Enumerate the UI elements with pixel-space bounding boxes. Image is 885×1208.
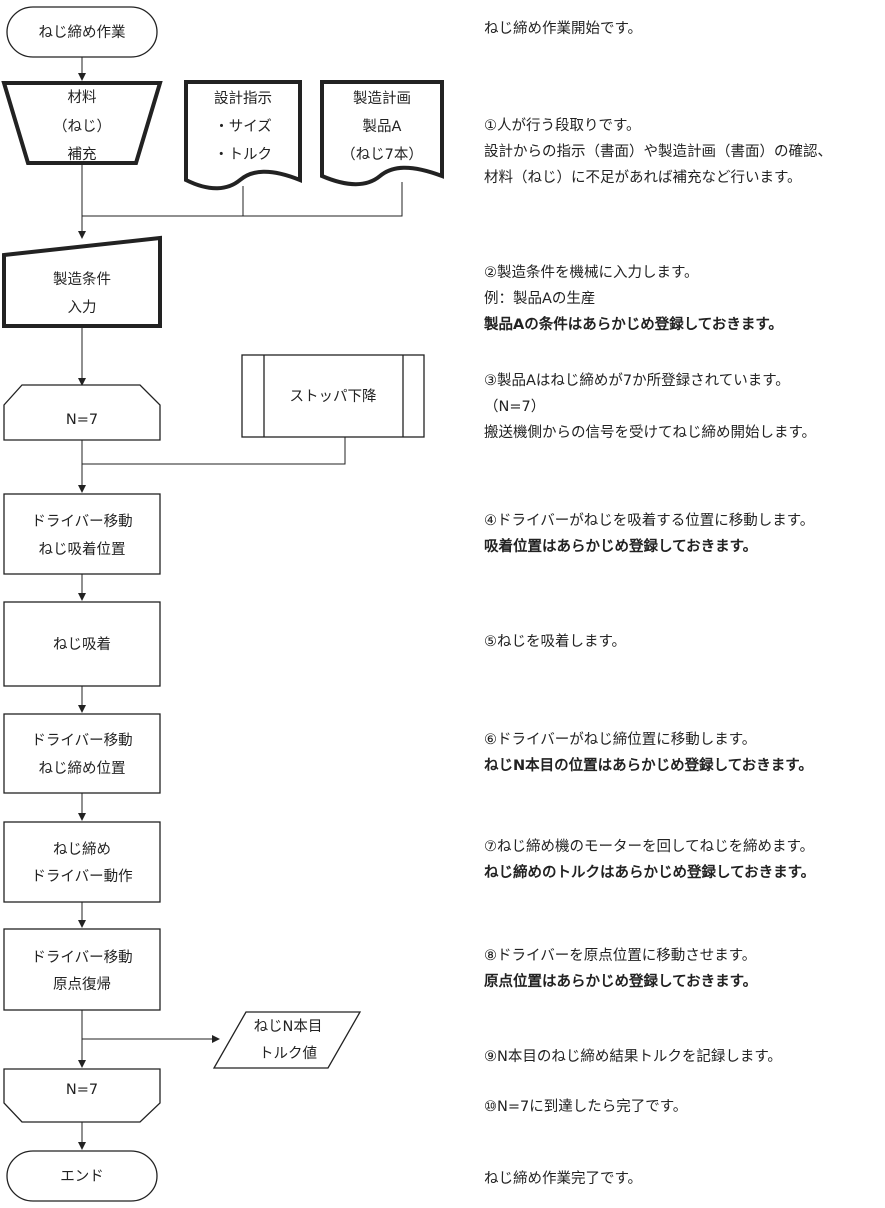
note-step-6: ⑥ドライバーがねじ締位置に移動します。 ねじN本目の位置はあらかじめ登録しておき… bbox=[484, 727, 880, 779]
material-label-1: 材料 bbox=[68, 89, 97, 106]
design-doc-label-2: ・サイズ bbox=[214, 118, 272, 135]
process-move-fasten bbox=[3, 713, 161, 794]
loop-start-label: N=7 bbox=[66, 412, 98, 428]
material-label-3: 補充 bbox=[68, 146, 97, 163]
note-text: ⑧ドライバーを原点位置に移動させます。 bbox=[484, 948, 757, 964]
note-step-8: ⑧ドライバーを原点位置に移動させます。 原点位置はあらかじめ登録しておきます。 bbox=[484, 943, 880, 995]
note-step-10: ⑩N=7に到達したら完了です。 bbox=[484, 1094, 880, 1120]
note-text: ⑩N=7に到達したら完了です。 bbox=[484, 1099, 688, 1115]
start-terminator bbox=[6, 6, 158, 58]
plan-doc-label-1: 製造計画 bbox=[353, 90, 411, 107]
process-pick bbox=[3, 601, 161, 687]
move-pick-label-2: ねじ吸着位置 bbox=[39, 541, 126, 558]
process-fasten bbox=[3, 821, 161, 903]
process-move-pick bbox=[3, 493, 161, 575]
note-text: 搬送機側からの信号を受けてねじ締め開始します。 bbox=[484, 425, 817, 441]
note-step-2: ②製造条件を機械に入力します。 例：製品Aの生産 製品Aの条件はあらかじめ登録し… bbox=[484, 260, 880, 338]
loop-end-label: N=7 bbox=[66, 1082, 98, 1098]
note-end: ねじ締め作業完了です。 bbox=[484, 1166, 880, 1192]
note-text: （N=7） bbox=[484, 399, 546, 415]
output-label-1: ねじN本目 bbox=[254, 1018, 323, 1035]
note-text: ⑦ねじ締め機のモーターを回してねじを締めます。 bbox=[484, 839, 815, 855]
note-text: ねじ締め作業完了です。 bbox=[484, 1171, 643, 1187]
note-text: ⑤ねじを吸着します。 bbox=[484, 634, 627, 650]
note-text: ⑥ドライバーがねじ締位置に移動します。 bbox=[484, 732, 757, 748]
end-label: エンド bbox=[60, 1169, 104, 1185]
pick-label: ねじ吸着 bbox=[53, 636, 111, 653]
data-output-torque bbox=[212, 1011, 362, 1069]
note-text: ①人が行う段取りです。 bbox=[484, 118, 641, 134]
move-home-label-2: 原点復帰 bbox=[53, 975, 111, 993]
fasten-label-2: ドライバー動作 bbox=[31, 868, 132, 885]
note-step-4: ④ドライバーがねじを吸着する位置に移動します。 吸着位置はあらかじめ登録しておき… bbox=[484, 508, 880, 560]
note-start: ねじ締め作業開始です。 bbox=[484, 16, 880, 42]
process-move-home bbox=[3, 928, 161, 1011]
manual-input bbox=[2, 235, 162, 328]
input-label-2: 入力 bbox=[68, 299, 97, 316]
plan-doc-label-2: 製品A bbox=[363, 118, 402, 135]
note-emphasis: ねじ締めのトルクはあらかじめ登録しておきます。 bbox=[484, 865, 816, 881]
note-text: ③製品Aはねじ締めが7か所登録されています。 bbox=[484, 373, 790, 389]
note-text: ⑨N本目のねじ締め結果トルクを記録します。 bbox=[484, 1049, 782, 1065]
connectors bbox=[78, 57, 403, 1150]
note-emphasis: 原点位置はあらかじめ登録しておきます。 bbox=[484, 974, 758, 990]
document-design bbox=[184, 80, 302, 191]
line-stopper bbox=[82, 437, 346, 465]
manual-operation-material bbox=[1, 81, 163, 165]
note-text: ②製造条件を機械に入力します。 bbox=[484, 265, 699, 281]
document-plan bbox=[320, 80, 444, 187]
loop-start-shape bbox=[3, 384, 161, 441]
plan-doc-label-3: （ねじ7本） bbox=[341, 146, 423, 163]
note-step-5: ⑤ねじを吸着します。 bbox=[484, 629, 880, 655]
move-home-label-1: ドライバー移動 bbox=[31, 949, 132, 966]
move-fasten-label-1: ドライバー移動 bbox=[31, 732, 132, 749]
design-doc-label-3: ・トルク bbox=[214, 146, 272, 163]
note-text: ねじ締め作業開始です。 bbox=[484, 21, 643, 37]
predefined-process-stopper bbox=[241, 354, 425, 438]
loop-end-shape bbox=[3, 1068, 161, 1123]
note-text: 例：製品Aの生産 bbox=[484, 291, 596, 307]
fasten-label-1: ねじ締め bbox=[53, 841, 111, 858]
note-emphasis: 製品Aの条件はあらかじめ登録しておきます。 bbox=[484, 317, 783, 333]
note-emphasis: 吸着位置はあらかじめ登録しておきます。 bbox=[484, 539, 758, 555]
start-label: ねじ締め作業 bbox=[39, 24, 126, 41]
note-text: 材料（ねじ）に不足があれば補充など行います。 bbox=[484, 170, 802, 186]
note-step-7: ⑦ねじ締め機のモーターを回してねじを締めます。 ねじ締めのトルクはあらかじめ登録… bbox=[484, 834, 880, 886]
move-pick-label-1: ドライバー移動 bbox=[31, 513, 132, 530]
note-text: ④ドライバーがねじを吸着する位置に移動します。 bbox=[484, 513, 815, 529]
line-design-doc bbox=[82, 186, 244, 217]
output-label-2: トルク値 bbox=[259, 1045, 317, 1062]
end-terminator bbox=[6, 1150, 158, 1202]
note-step-1: ①人が行う段取りです。 設計からの指示（書面）や製造計画（書面）の確認、 材料（… bbox=[484, 113, 880, 191]
design-doc-label-1: 設計指示 bbox=[214, 90, 272, 107]
line-plan-doc bbox=[243, 182, 403, 217]
move-fasten-label-2: ねじ締め位置 bbox=[39, 760, 126, 777]
stopper-label: ストッパ下降 bbox=[290, 388, 377, 405]
note-emphasis: ねじN本目の位置はあらかじめ登録しておきます。 bbox=[484, 758, 813, 774]
note-step-3: ③製品Aはねじ締めが7か所登録されています。 （N=7） 搬送機側からの信号を受… bbox=[484, 368, 880, 446]
note-step-9: ⑨N本目のねじ締め結果トルクを記録します。 bbox=[484, 1044, 880, 1070]
material-label-2: （ねじ） bbox=[53, 118, 111, 135]
note-text: 設計からの指示（書面）や製造計画（書面）の確認、 bbox=[484, 144, 832, 160]
input-label-1: 製造条件 bbox=[53, 271, 111, 288]
